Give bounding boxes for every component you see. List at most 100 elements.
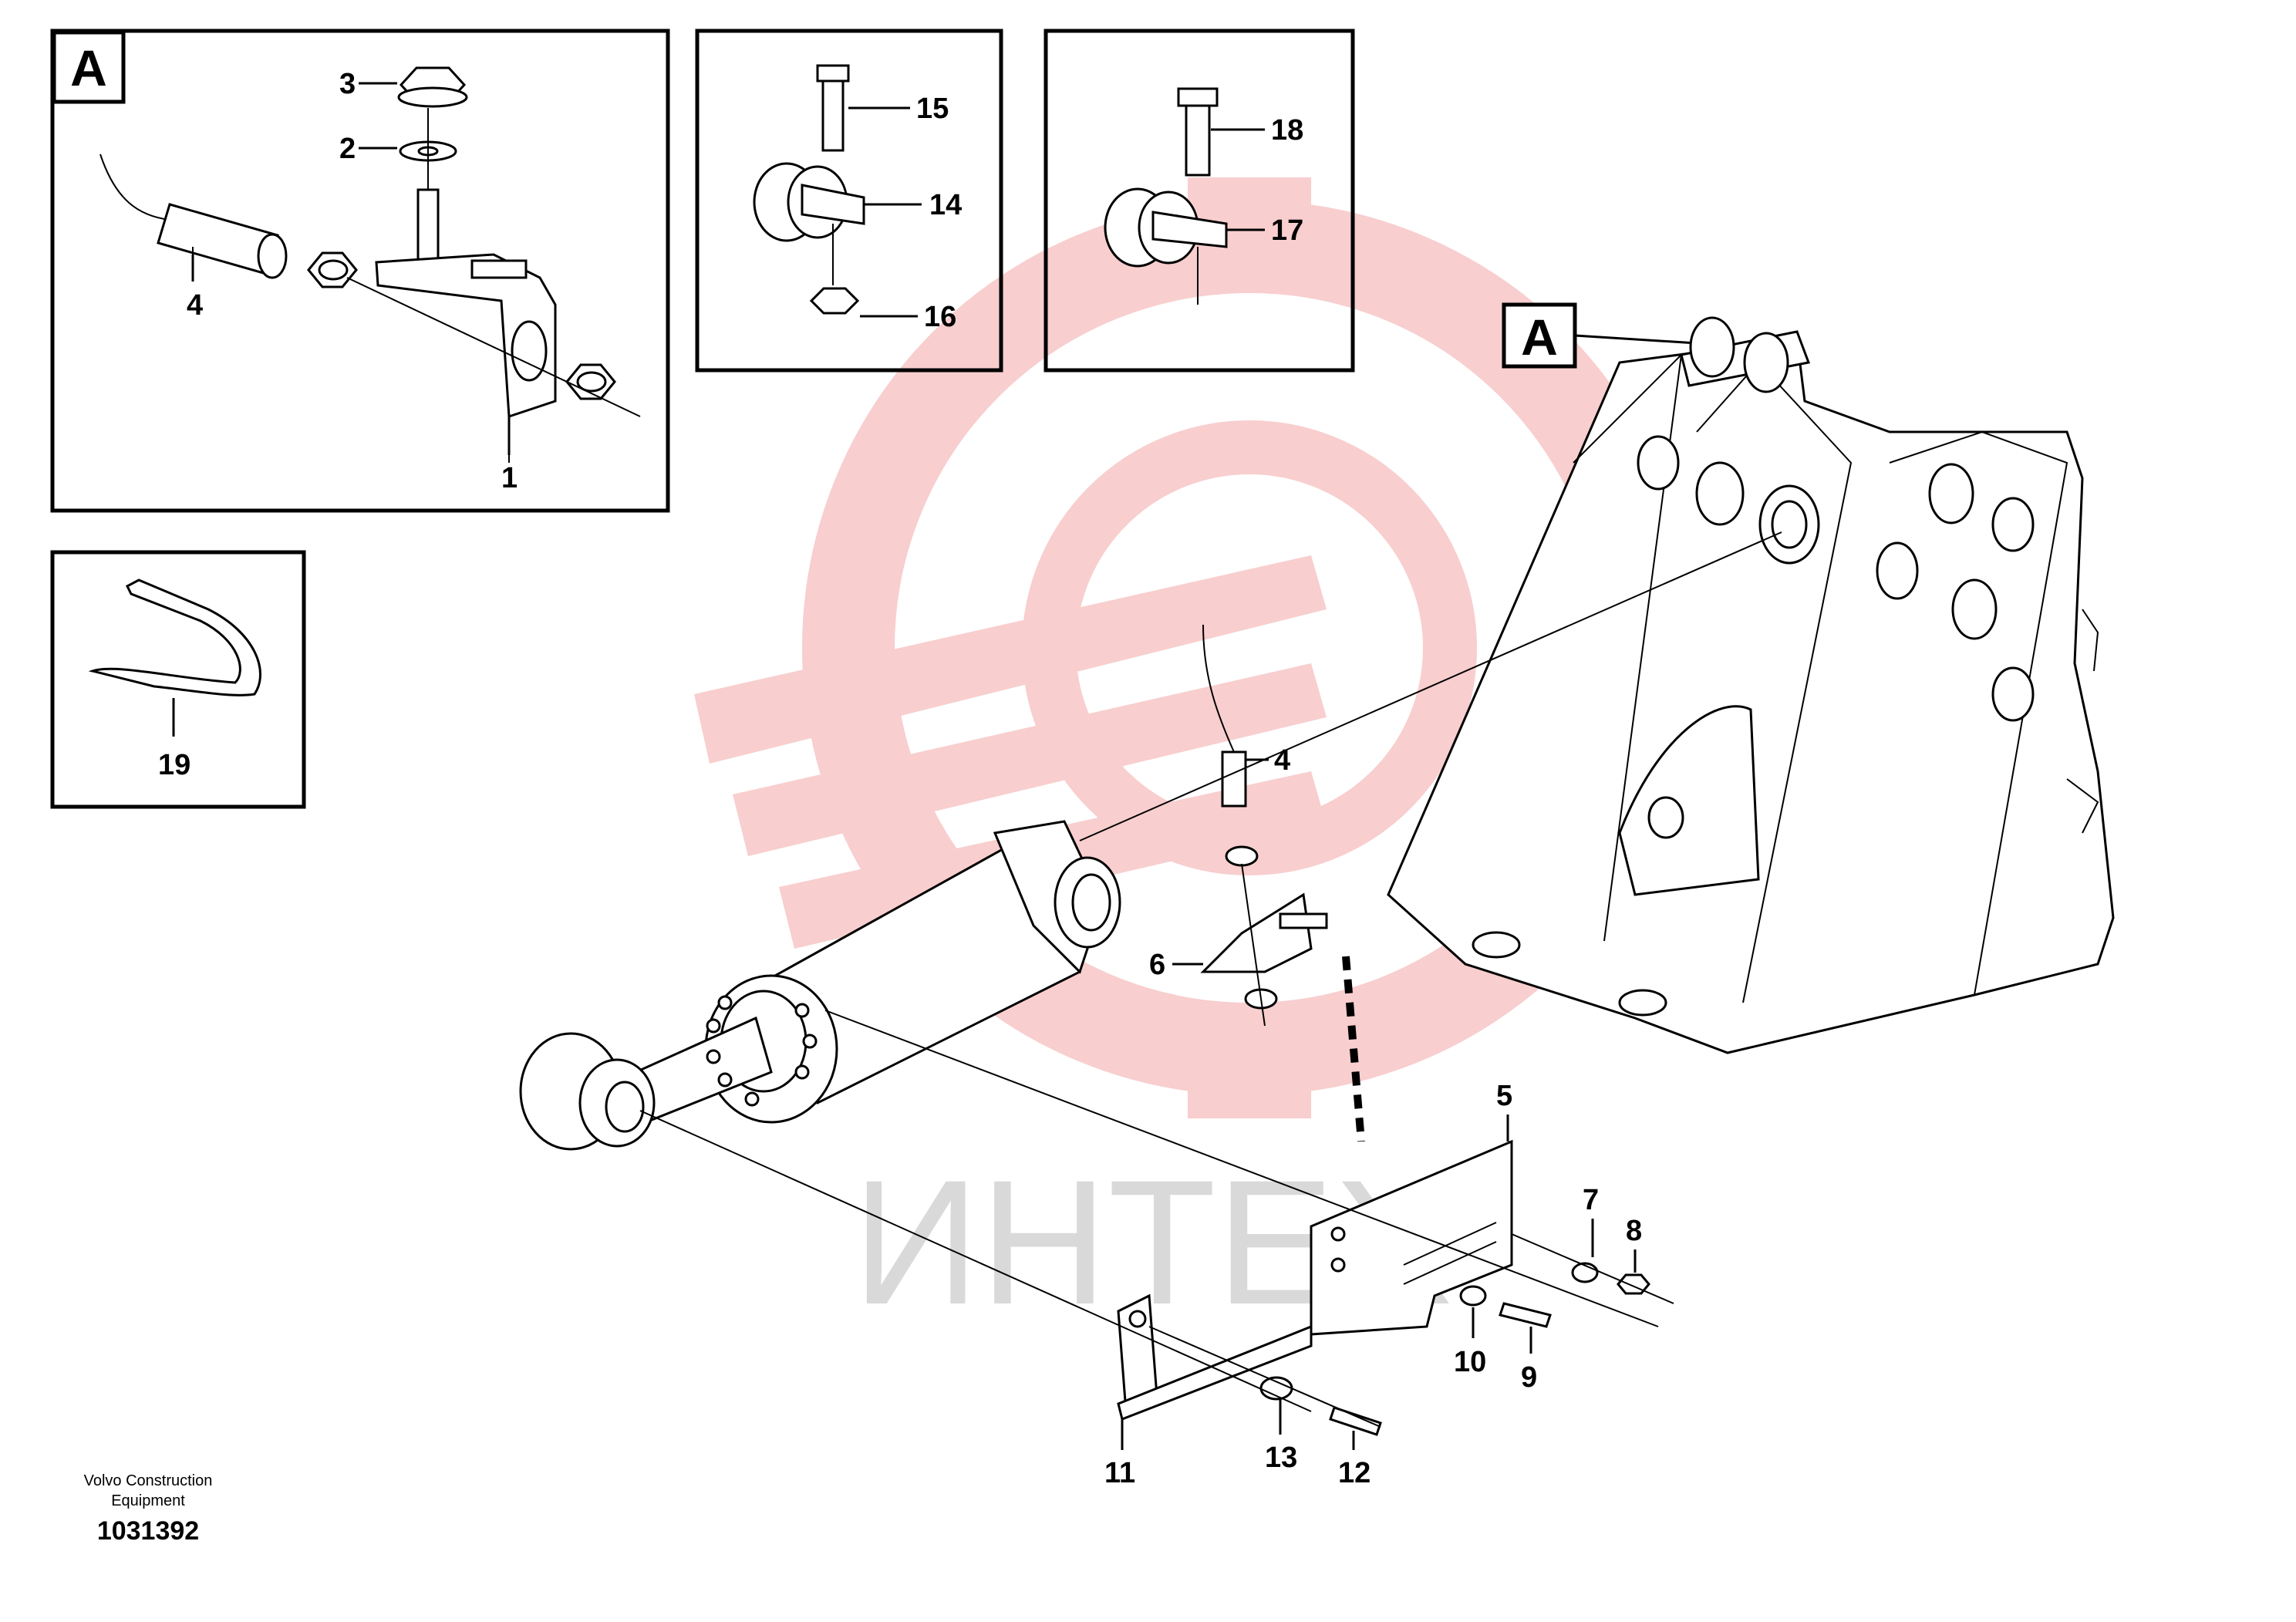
frame-pin-hole (1991, 666, 2035, 722)
loader-front-frame: A (1387, 302, 2115, 1054)
inset-a-frame (50, 29, 670, 513)
document-number: 1031392 (97, 1516, 199, 1546)
clip-17-strap (1151, 211, 1228, 248)
lift-cylinder (519, 820, 1121, 1151)
watermark-stripe (733, 663, 1327, 856)
inset-a-tag-box (52, 30, 126, 104)
frame-side-flange (2066, 778, 2099, 834)
assembly-lines (639, 531, 1782, 1428)
frame-outline (1387, 338, 2115, 1054)
company-name-line1: Volvo Construction (84, 1472, 213, 1489)
sensor-cable (99, 153, 170, 221)
sensor-axis-line (346, 277, 641, 417)
inset-clip-14-frame (695, 29, 1003, 373)
watermark-stripe (694, 555, 1327, 764)
sensor-4-tip (257, 233, 288, 279)
frame-pin-hole (1991, 497, 2035, 552)
fasteners (1259, 1262, 1650, 1436)
bracket-hole (511, 320, 548, 382)
watermark-gear-tooth (1188, 1003, 1311, 1118)
bracket-5-hole (1330, 1226, 1346, 1242)
callout-16: 16 (924, 301, 956, 333)
callout-15: 15 (916, 93, 949, 125)
bolt-15-head (816, 64, 850, 83)
frame-pin-hole (1743, 332, 1789, 393)
frame-pin-hole (1689, 316, 1735, 378)
washer-10 (1459, 1285, 1487, 1307)
frame-lower-cutout (1618, 705, 1760, 896)
callout-11: 11 (1104, 1457, 1135, 1489)
callout-7: 7 (1583, 1184, 1599, 1216)
bolt-18-shank (1185, 104, 1211, 177)
callout-9: 9 (1521, 1361, 1537, 1394)
callout-18: 18 (1271, 114, 1303, 147)
flange-nut-3-base (397, 86, 468, 108)
frame-side-flange (2082, 609, 2099, 672)
main-callouts: 4 6 5 7 8 10 9 11 13 12 (1104, 744, 1642, 1489)
callout-5: 5 (1496, 1080, 1512, 1112)
bolt-15-shank (821, 79, 845, 152)
bolt-12 (1329, 1406, 1382, 1436)
inset-a: A 3 2 4 1 (50, 29, 670, 513)
bracket-11-rod (1117, 1324, 1313, 1421)
clip-14-strap (801, 184, 865, 225)
inset-tie-19-frame (50, 550, 306, 809)
callout-3: 3 (339, 68, 356, 100)
frame-mount-ear (1472, 931, 1521, 959)
frame-pin-hole (1876, 541, 1919, 600)
sensor-4-main (1221, 750, 1247, 808)
frame-pin-hole (1928, 463, 1974, 524)
sensor-nut-upper (1225, 845, 1259, 867)
frame-pin-hole (1647, 796, 1684, 839)
cylinder-rod-eye-bore (605, 1081, 645, 1133)
frame-tag-leader (1574, 334, 1698, 345)
callout-2: 2 (339, 133, 356, 165)
stud (416, 188, 440, 268)
lock-nut-rear-hole (576, 371, 607, 393)
frame-cylinder-pin-bore (1771, 500, 1808, 549)
bolt-18-head (1177, 87, 1219, 107)
callout-4-main: 4 (1274, 744, 1290, 777)
frame-right-plate-edge (1889, 430, 2068, 996)
inset-tie-19: 19 (50, 550, 306, 809)
cylinder-head-eye-bore (1071, 873, 1111, 932)
frame-pin-hole (1637, 435, 1680, 491)
company-name-line2: Equipment (111, 1492, 185, 1509)
frame-pin-hole (1951, 578, 1998, 640)
inset-a-tag: A (70, 39, 107, 96)
gland-bolts (706, 995, 818, 1107)
footer: Volvo Construction Equipment 1031392 (84, 1472, 213, 1546)
inset-clip-17: 18 17 (1043, 29, 1355, 373)
callout-14: 14 (929, 189, 962, 221)
frame-pin-hole (1695, 461, 1745, 526)
lock-nut-front-hole (318, 259, 349, 281)
sensor-assembly-main (1200, 624, 1365, 1142)
callout-1: 1 (501, 462, 518, 494)
bracket-11-hole (1128, 1310, 1147, 1328)
sensor-cable-main (1202, 624, 1235, 753)
frame-mount-ear (1618, 989, 1667, 1017)
callout-19: 19 (158, 749, 190, 781)
main-frame-tag-box (1502, 302, 1577, 369)
inset-clip-14: 15 14 16 (695, 29, 1003, 373)
sensor-bracket-6-stud (1279, 912, 1328, 929)
frame-center-plate-edge (1696, 361, 1853, 1003)
bolt-9 (1499, 1302, 1552, 1328)
cable-route-dashed (1342, 956, 1365, 1142)
callout-17: 17 (1271, 214, 1303, 247)
nut-16 (809, 287, 860, 315)
cable-tie-19 (88, 578, 261, 696)
bracket-5-slot (1403, 1241, 1497, 1285)
bracket-lip (470, 259, 528, 279)
inset-clip-17-frame (1043, 29, 1355, 373)
callout-10: 10 (1454, 1346, 1486, 1378)
callout-13: 13 (1265, 1442, 1297, 1474)
callout-8: 8 (1626, 1215, 1642, 1247)
main-frame-tag: A (1521, 309, 1558, 366)
bracket-5-slot (1403, 1222, 1497, 1266)
callout-4-inset: 4 (187, 289, 203, 322)
bracket-5-hole (1330, 1257, 1346, 1273)
frame-left-plate-edge (1573, 352, 1683, 942)
callout-6: 6 (1149, 949, 1165, 981)
